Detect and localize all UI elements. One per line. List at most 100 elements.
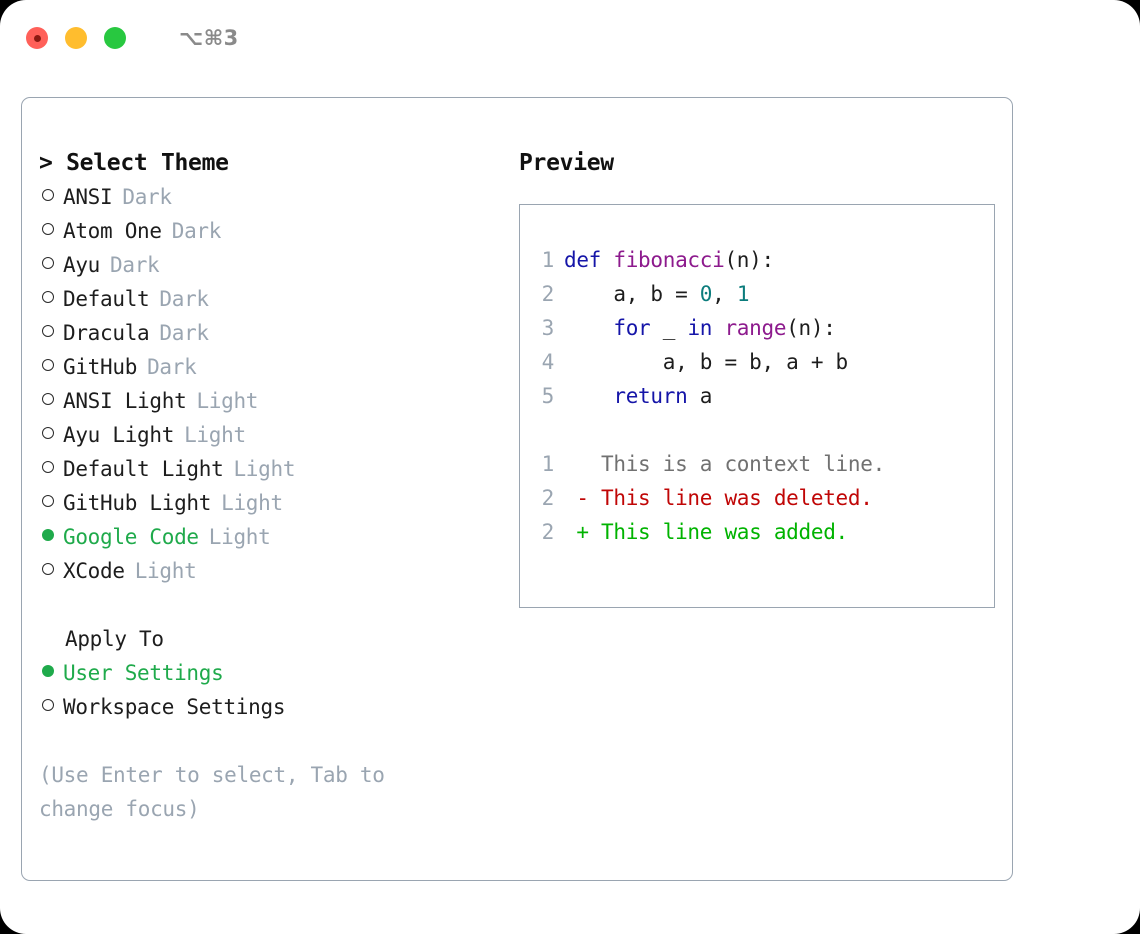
theme-list-item[interactable]: ANSI Light Light bbox=[39, 384, 501, 418]
theme-variant-label: Light bbox=[184, 423, 246, 447]
code-line: 1 def fibonacci(n): bbox=[520, 243, 994, 277]
code-line-content: return a bbox=[564, 379, 712, 413]
diff-text: This line was deleted. bbox=[601, 486, 873, 510]
line-number: 1 bbox=[541, 452, 555, 476]
diff-sign: + bbox=[564, 520, 602, 544]
theme-variant-label: Dark bbox=[122, 185, 172, 209]
theme-list-item[interactable]: Ayu Dark bbox=[39, 248, 501, 282]
code-token: a, b = b, a + b bbox=[564, 350, 848, 374]
line-number: 2 bbox=[541, 282, 555, 306]
code-line-content: for _ in range(n): bbox=[564, 311, 836, 345]
apply-to-heading: Apply To bbox=[65, 627, 164, 651]
theme-list-item[interactable]: Atom One Dark bbox=[39, 214, 501, 248]
keyboard-hint-text: (Use Enter to select, Tab to change focu… bbox=[39, 763, 385, 821]
theme-variant-label: Dark bbox=[171, 219, 222, 243]
code-token bbox=[564, 316, 613, 340]
diff-text: This line was added. bbox=[601, 520, 848, 544]
theme-name-label: Default bbox=[63, 287, 150, 311]
theme-name-label: Ayu Light bbox=[63, 423, 175, 447]
diff-line: 2 + This line was added. bbox=[520, 515, 994, 549]
code-token: a, b = bbox=[564, 282, 700, 306]
theme-name-label: Default Light bbox=[63, 457, 224, 481]
theme-name-label: XCode bbox=[63, 559, 125, 583]
code-token bbox=[564, 384, 613, 408]
diff-sign bbox=[564, 447, 601, 481]
line-number: 5 bbox=[541, 384, 555, 408]
diff-sign: - bbox=[564, 486, 602, 510]
code-token: fibonacci bbox=[613, 248, 725, 272]
theme-name-label: ANSI Light bbox=[63, 389, 187, 413]
code-line-content: a, b = 0, 1 bbox=[564, 277, 749, 311]
code-token: _ bbox=[650, 316, 688, 340]
diff-line: 2 - This line was deleted. bbox=[520, 481, 994, 515]
theme-variant-label: Light bbox=[221, 491, 283, 515]
code-token: (n): bbox=[724, 248, 774, 272]
code-diff-gap bbox=[520, 413, 994, 447]
code-line: 2 a, b = 0, 1 bbox=[520, 277, 994, 311]
apply-to-label: User Settings bbox=[63, 661, 224, 685]
diff-text: This is a context line. bbox=[601, 452, 885, 476]
line-number: 1 bbox=[541, 248, 555, 272]
close-window-button[interactable] bbox=[26, 27, 48, 49]
theme-list-item[interactable]: Dracula Dark bbox=[39, 316, 501, 350]
theme-name-label: GitHub bbox=[63, 355, 138, 379]
theme-variant-label: Light bbox=[196, 389, 259, 413]
line-number: 2 bbox=[541, 486, 555, 510]
theme-name-label: Atom One bbox=[63, 219, 162, 243]
diff-line: 1 This is a context line. bbox=[520, 447, 994, 481]
list-spacer bbox=[39, 588, 501, 622]
theme-list-item[interactable]: XCode Light bbox=[39, 554, 501, 588]
code-token: in bbox=[687, 316, 713, 340]
code-token: range bbox=[724, 316, 787, 340]
theme-variant-label: Light bbox=[208, 525, 271, 549]
maximize-window-button[interactable] bbox=[104, 27, 126, 49]
code-line: 3 for _ in range(n): bbox=[520, 311, 994, 345]
keyboard-shortcut-label: ⌥⌘3 bbox=[179, 26, 239, 50]
theme-name-label: Ayu bbox=[63, 253, 101, 277]
code-token: def bbox=[564, 248, 614, 272]
theme-list-item[interactable]: Default Dark bbox=[39, 282, 501, 316]
apply-to-item[interactable]: User Settings bbox=[39, 656, 501, 690]
theme-name-label: GitHub Light bbox=[63, 491, 212, 515]
code-line-content: def fibonacci(n): bbox=[564, 243, 774, 277]
theme-list-item[interactable]: GitHub Dark bbox=[39, 350, 501, 384]
theme-list-item[interactable]: Ayu Light Light bbox=[39, 418, 501, 452]
theme-list-item[interactable]: GitHub Light Light bbox=[39, 486, 501, 520]
code-line: 4 a, b = b, a + b bbox=[520, 345, 994, 379]
code-token: 0 bbox=[699, 282, 713, 306]
code-token: 1 bbox=[736, 282, 750, 306]
code-token: , bbox=[712, 282, 737, 306]
code-token: a bbox=[687, 384, 713, 408]
code-token: return bbox=[613, 384, 688, 408]
heading-prompt-caret: > bbox=[39, 150, 53, 176]
code-token: for bbox=[613, 316, 651, 340]
theme-variant-label: Dark bbox=[147, 355, 197, 379]
minimize-window-button[interactable] bbox=[65, 27, 87, 49]
line-number: 4 bbox=[541, 350, 555, 374]
line-number: 3 bbox=[541, 316, 555, 340]
preview-heading: Preview bbox=[519, 150, 614, 176]
theme-name-label: Dracula bbox=[63, 321, 150, 345]
apply-to-item[interactable]: Workspace Settings bbox=[39, 690, 501, 724]
theme-variant-label: Dark bbox=[110, 253, 160, 277]
theme-variant-label: Dark bbox=[159, 287, 209, 311]
window-titlebar: ⌥⌘3 bbox=[0, 0, 1140, 76]
apply-to-label: Workspace Settings bbox=[63, 695, 286, 719]
theme-variant-label: Dark bbox=[159, 321, 209, 345]
theme-variant-label: Light bbox=[134, 559, 197, 583]
diff-sample-block: 1 This is a context line.2 - This line w… bbox=[520, 447, 994, 549]
heading-text: Select Theme bbox=[66, 150, 229, 176]
code-token bbox=[712, 316, 724, 340]
code-token: (n): bbox=[786, 316, 836, 340]
